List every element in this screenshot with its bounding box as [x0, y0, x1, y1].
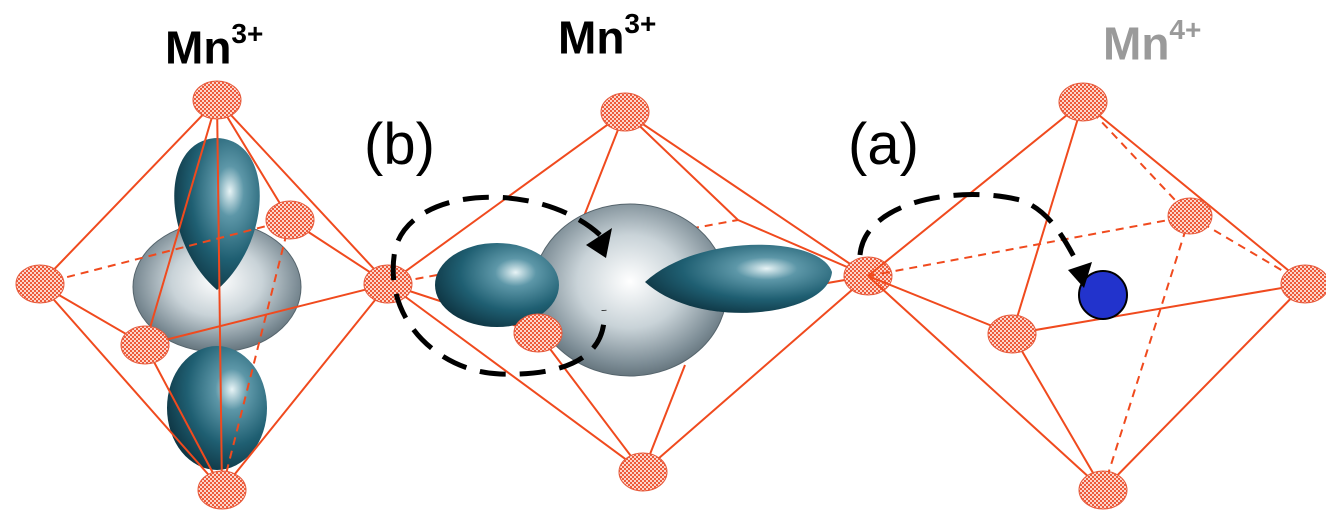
- ion-label-right: Mn4+: [1103, 16, 1201, 70]
- path-label-b: (b): [364, 112, 435, 177]
- path-a: [857, 192, 1092, 288]
- path-a-arrowhead: [1068, 262, 1092, 288]
- path-label-a: (a): [848, 112, 919, 177]
- ion-label-left: Mn3+: [165, 20, 263, 74]
- ion-charge-right: 4+: [1169, 14, 1202, 45]
- ion-charge-middle: 3+: [624, 8, 657, 39]
- right-ligands: [987, 82, 1326, 510]
- ion-element-left: Mn: [165, 21, 232, 74]
- middle-octahedron: [363, 92, 893, 492]
- middle-dz2-orbital: [435, 203, 832, 377]
- ion-charge-left: 3+: [231, 18, 264, 49]
- electron: [1078, 270, 1128, 320]
- left-ligands: [15, 80, 315, 510]
- ion-element-right: Mn: [1103, 17, 1170, 70]
- ion-label-middle: Mn3+: [558, 10, 656, 64]
- path-b-arrowhead: [586, 228, 612, 258]
- left-dz2-orbital: [132, 138, 302, 470]
- ion-element-middle: Mn: [558, 11, 625, 64]
- left-octahedron: [15, 80, 389, 510]
- path-b: [390, 194, 612, 377]
- right-octahedron: [867, 82, 1326, 510]
